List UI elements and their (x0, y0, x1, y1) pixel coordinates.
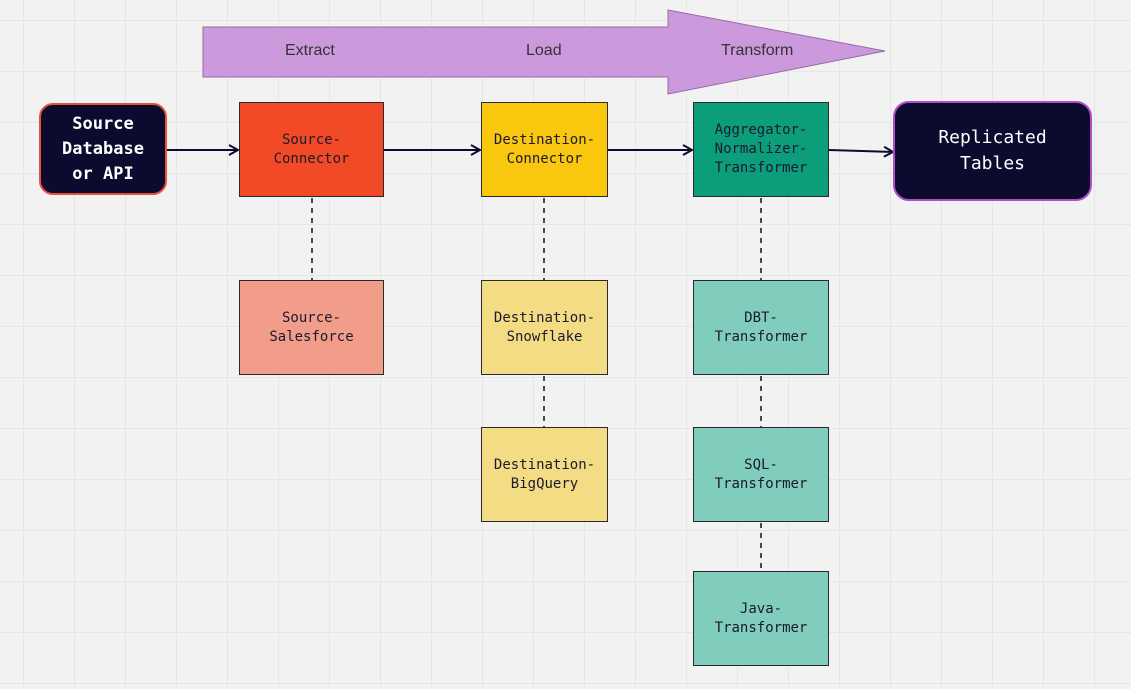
flow-arrow-aggregator-to-tables (828, 150, 893, 152)
stage-label-extract: Extract (285, 42, 335, 59)
aggregator-normalizer-transformer-node: Aggregator- Normalizer- Transformer (693, 102, 829, 197)
elt-stage-arrow (202, 9, 886, 95)
source-salesforce-node: Source- Salesforce (239, 280, 384, 375)
stage-label-load: Load (526, 42, 562, 59)
destination-bigquery-node: Destination- BigQuery (481, 427, 608, 522)
dbt-transformer-node: DBT- Transformer (693, 280, 829, 375)
source-database-node: Source Database or API (39, 103, 167, 195)
replicated-tables-node: Replicated Tables (893, 101, 1092, 201)
stage-label-transform: Transform (721, 42, 794, 59)
destination-snowflake-node: Destination- Snowflake (481, 280, 608, 375)
source-connector-node: Source- Connector (239, 102, 384, 197)
java-transformer-node: Java- Transformer (693, 571, 829, 666)
destination-connector-node: Destination- Connector (481, 102, 608, 197)
sql-transformer-node: SQL- Transformer (693, 427, 829, 522)
